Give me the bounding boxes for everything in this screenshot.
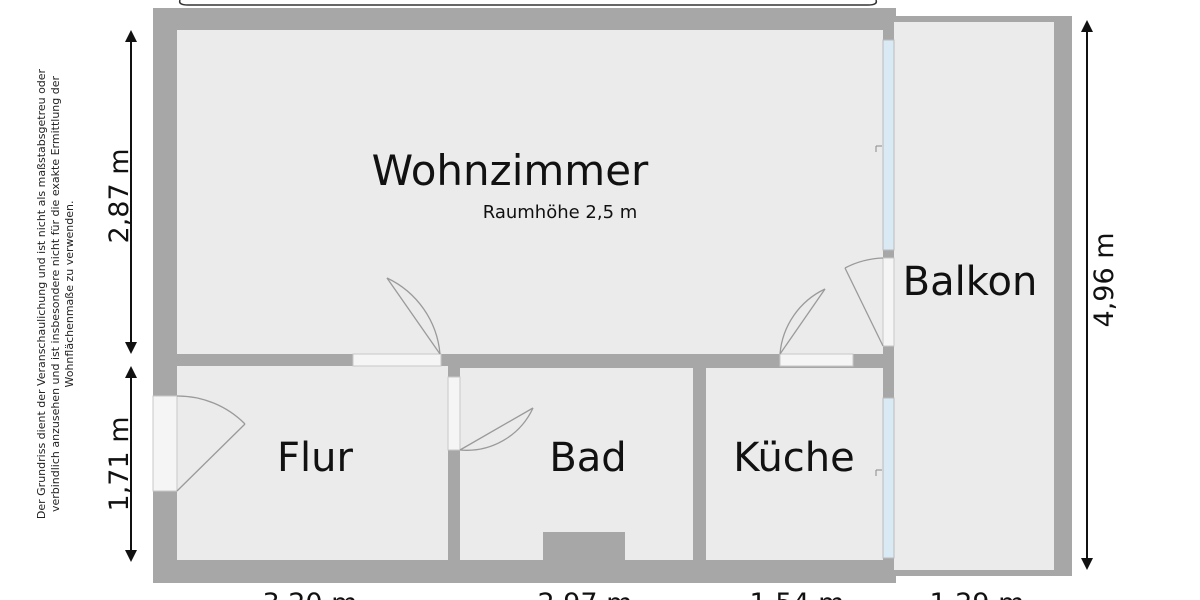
- door-swing-flur-bad: [459, 407, 534, 451]
- door-opening-entrance: [152, 395, 178, 492]
- door-opening-wohnzimmer-flur: [352, 353, 442, 367]
- room-balkon: [894, 22, 1054, 570]
- door-swing-wohnzimmer-flur: [386, 277, 441, 355]
- window-wohnzimmer: [882, 39, 895, 251]
- door-swing-wohnzimmer-kueche: [779, 288, 826, 355]
- door-opening-wohnzimmer-kueche: [779, 353, 854, 367]
- room-kueche: [706, 368, 883, 560]
- room-wohnzimmer: [177, 30, 883, 354]
- dimension-label-lower: 1,71 m: [104, 416, 135, 511]
- label-raumhoehe: Raumhöhe 2,5 m: [483, 202, 638, 223]
- dimension-line-lower: [125, 366, 137, 562]
- door-opening-balkon: [882, 257, 895, 347]
- label-flur: Flur: [277, 435, 353, 481]
- door-swing-entrance: [176, 395, 246, 492]
- door-opening-flur-bad: [447, 376, 461, 451]
- dimension-line-right: [1081, 20, 1093, 570]
- top-dimension-bracket: [178, 0, 878, 6]
- label-wohnzimmer: Wohnzimmer: [372, 146, 649, 195]
- disclaimer-note: Der Grundriss dient der Veranschaulichun…: [35, 68, 76, 520]
- dimension-label-bottom-2: 2,97 m: [537, 588, 632, 600]
- dimension-label-bottom-1: 3,20 m: [262, 588, 357, 600]
- dimension-label-bottom-4: 1,29 m: [929, 588, 1024, 600]
- label-bad: Bad: [549, 435, 626, 481]
- window-kueche: [882, 397, 895, 559]
- room-flur: [177, 366, 448, 560]
- bathroom-fixture: [543, 532, 625, 560]
- dimension-line-upper: [125, 30, 137, 354]
- dimension-label-upper: 2,87 m: [104, 148, 135, 243]
- dimension-label-bottom-3: 1,54 m: [749, 588, 844, 600]
- window-handle-1: [875, 145, 882, 152]
- room-bad: [460, 368, 693, 560]
- label-balkon: Balkon: [903, 259, 1038, 305]
- label-kueche: Küche: [733, 435, 855, 481]
- window-handle-2: [875, 469, 882, 476]
- door-swing-balkon: [844, 257, 884, 347]
- dimension-label-right: 4,96 m: [1089, 232, 1120, 327]
